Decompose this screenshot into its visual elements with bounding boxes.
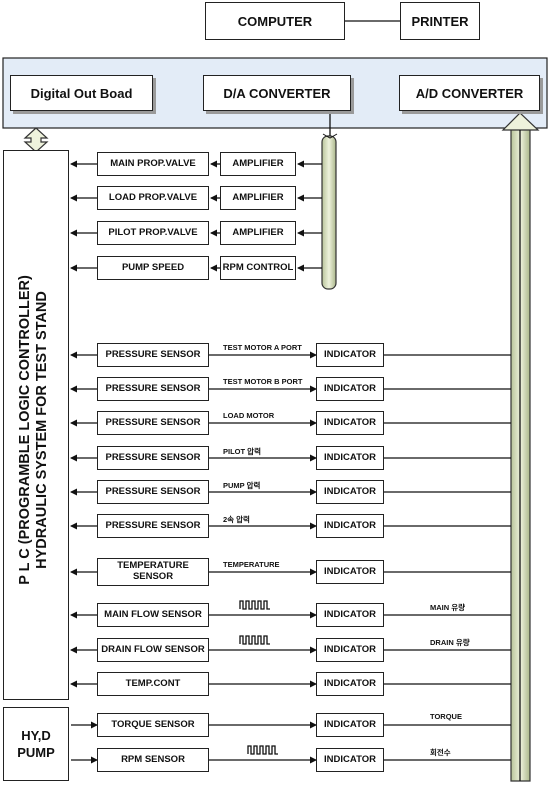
driver-box: RPM CONTROL — [220, 256, 296, 280]
pulse-signal-icon — [247, 745, 278, 755]
output-device-box: LOAD PROP.VALVE — [97, 186, 209, 210]
indicator-box: INDICATOR — [316, 713, 384, 737]
sensor-box: RPM SENSOR — [97, 748, 209, 772]
hyd-pump-box: HY,D PUMP — [3, 707, 69, 781]
plc-title-line1: P L C (PROGRAMBLE LOGIC CONTROLLER) — [17, 275, 33, 585]
sensor-box: TORQUE SENSOR — [97, 713, 209, 737]
da-bus-tube — [321, 135, 337, 290]
driver-box: AMPLIFIER — [220, 186, 296, 210]
signal-label: 2속 압력 — [223, 515, 250, 524]
digital-out-board-box: Digital Out Boad — [10, 75, 153, 111]
sensor-box: PRESSURE SENSOR — [97, 377, 209, 401]
signal-label: LOAD MOTOR — [223, 411, 275, 420]
signal-label: PILOT 압력 — [223, 447, 261, 456]
driver-box: AMPLIFIER — [220, 152, 296, 176]
driver-box: AMPLIFIER — [220, 221, 296, 245]
sensor-box: PRESSURE SENSOR — [97, 343, 209, 367]
indicator-box: INDICATOR — [316, 672, 384, 696]
computer-box: COMPUTER — [205, 2, 345, 40]
sensor-box: TEMPERATURE SENSOR — [97, 558, 209, 586]
indicator-box: INDICATOR — [316, 603, 384, 627]
ad-converter-box: A/D CONVERTER — [399, 75, 540, 111]
indicator-box: INDICATOR — [316, 377, 384, 401]
indicator-box: INDICATOR — [316, 480, 384, 504]
hyd-pump-line2: PUMP — [17, 745, 55, 760]
sensor-box: PRESSURE SENSOR — [97, 514, 209, 538]
output-device-box: MAIN PROP.VALVE — [97, 152, 209, 176]
hyd-pump-line1: HY,D — [21, 728, 51, 743]
plc-box — [3, 150, 69, 700]
output-signal-label: 회전수 — [430, 748, 451, 757]
sensor-box: PRESSURE SENSOR — [97, 446, 209, 470]
da-converter-box: D/A CONVERTER — [203, 75, 351, 111]
output-signal-label: MAIN 유량 — [430, 603, 466, 612]
sensor-box: PRESSURE SENSOR — [97, 411, 209, 435]
sensor-box: DRAIN FLOW SENSOR — [97, 638, 209, 662]
printer-box: PRINTER — [400, 2, 480, 40]
indicator-box: INDICATOR — [316, 748, 384, 772]
output-device-box: PILOT PROP.VALVE — [97, 221, 209, 245]
output-signal-label: TORQUE — [430, 712, 462, 721]
pulse-signal-icon — [239, 600, 270, 610]
signal-label: TEST MOTOR B PORT — [223, 377, 303, 386]
pulse-signal-icon — [239, 635, 270, 645]
signal-label: TEST MOTOR A PORT — [223, 343, 302, 352]
indicator-box: INDICATOR — [316, 411, 384, 435]
indicator-box: INDICATOR — [316, 560, 384, 584]
output-device-box: PUMP SPEED — [97, 256, 209, 280]
double-arrow-icon — [23, 127, 49, 153]
sensor-box: MAIN FLOW SENSOR — [97, 603, 209, 627]
sensor-box: TEMP.CONT — [97, 672, 209, 696]
indicator-box: INDICATOR — [316, 343, 384, 367]
output-signal-label: DRAIN 유량 — [430, 638, 470, 647]
indicator-box: INDICATOR — [316, 446, 384, 470]
indicator-box: INDICATOR — [316, 514, 384, 538]
signal-label: TEMPERATURE — [223, 560, 280, 569]
indicator-box: INDICATOR — [316, 638, 384, 662]
signal-label: PUMP 압력 — [223, 481, 261, 490]
sensor-box: PRESSURE SENSOR — [97, 480, 209, 504]
plc-title-line2: HYDRAULIC SYSTEM FOR TEST STAND — [34, 291, 50, 569]
